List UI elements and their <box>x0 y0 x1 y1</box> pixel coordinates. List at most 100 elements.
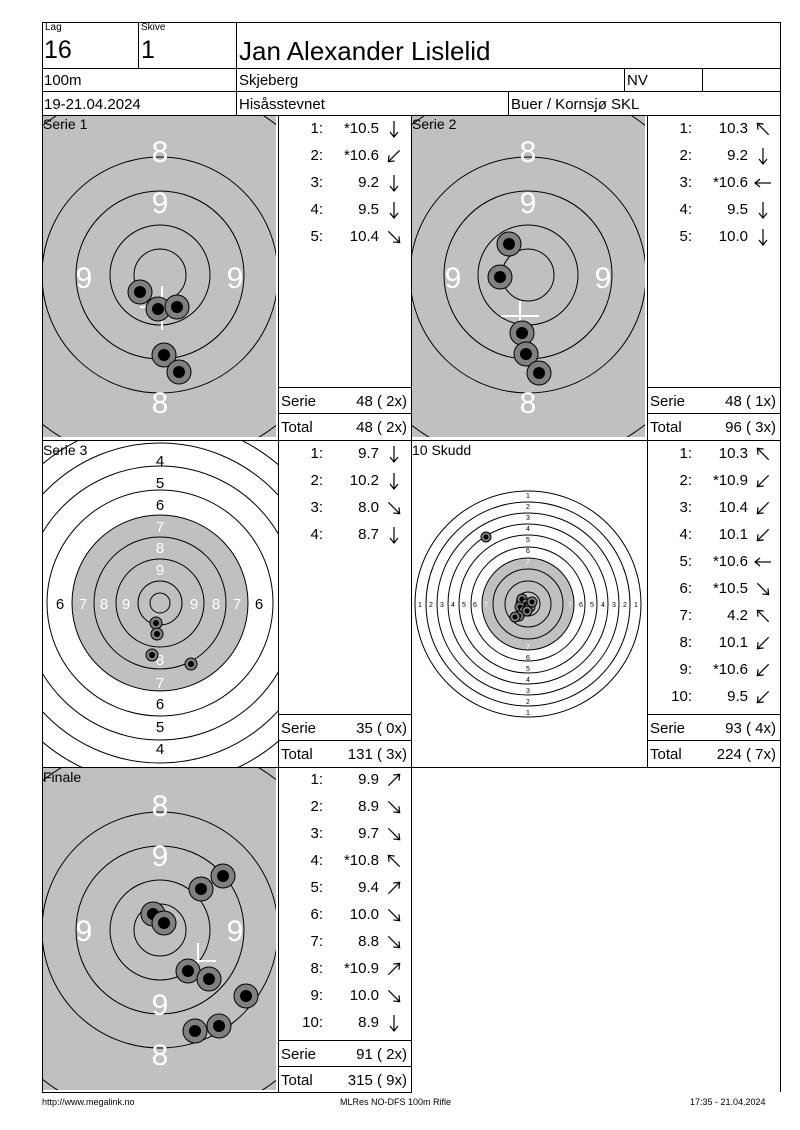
shot-score: *10.6 <box>712 553 748 570</box>
shot-score: 10.1 <box>718 634 748 651</box>
shot-score: 9.5 <box>727 688 748 705</box>
finale-total-row: Total 315 ( 9x) <box>279 1067 409 1093</box>
direction-arrow-icon <box>387 827 401 841</box>
shot-number: 9: <box>310 987 323 1004</box>
direction-arrow-icon <box>758 148 768 165</box>
ring-label: 4 <box>451 602 455 609</box>
shot-score: 9.2 <box>358 174 379 191</box>
shot-row: 7:8.8 <box>279 929 409 956</box>
shot-score: 9.5 <box>358 201 379 218</box>
shot-row: 4: 9.5 <box>279 197 409 224</box>
direction-arrow-icon <box>756 447 770 461</box>
shot-number: 4: <box>310 526 323 543</box>
total-label: Total <box>650 419 682 436</box>
direction-arrow-icon <box>389 446 399 463</box>
shot-row: 3: 9.2 <box>279 170 409 197</box>
ring-label: 2 <box>526 504 530 511</box>
shot-number: 2: <box>310 798 323 815</box>
total-value: 96 ( 3x) <box>725 419 776 436</box>
ring-label: 7 <box>484 602 488 609</box>
shot-row: 3:9.7 <box>279 821 409 848</box>
ring-label: 6 <box>526 655 530 662</box>
ring-label: 8 <box>520 136 537 169</box>
direction-arrow-icon <box>387 881 401 895</box>
ring-label: 9 <box>190 596 198 613</box>
shot-number: 2: <box>310 147 323 164</box>
footer-url[interactable]: http://www.megalink.no <box>42 1097 135 1107</box>
direction-arrow-icon <box>389 202 399 219</box>
direction-arrow-icon <box>389 527 399 544</box>
shot-score: *10.8 <box>343 852 379 869</box>
serie-label: Serie <box>650 720 686 737</box>
shot-number: 4: <box>310 201 323 218</box>
skudd10-total-row: Total 224 ( 7x) <box>648 741 778 767</box>
finale-title: Finale <box>43 769 82 785</box>
serie1-target: 8 9 9 9 8 <box>43 116 278 440</box>
shot-score: 10.4 <box>718 499 748 516</box>
shot-number: 8: <box>310 960 323 977</box>
shot-row: 5:10.0 <box>648 224 778 251</box>
skive-value: 1 <box>141 36 155 64</box>
shot-number: 6: <box>679 580 692 597</box>
shot-score: 10.0 <box>718 228 748 245</box>
ring-label: 8 <box>100 596 108 613</box>
shot-number: 5: <box>679 553 692 570</box>
direction-arrow-icon <box>387 854 401 868</box>
serie2-title: Serie 2 <box>412 116 457 132</box>
total-label: Total <box>650 746 682 763</box>
total-label: Total <box>281 1072 313 1089</box>
shot-row: 1:10.3 <box>648 116 778 143</box>
serie3-serie-row: Serie 35 ( 0x) <box>279 715 409 741</box>
shot-score: *10.5 <box>712 580 748 597</box>
shot-score: *10.6 <box>712 174 748 191</box>
ring-label: 9 <box>122 596 130 613</box>
skudd10-target: 1 2 3 4 5 6 7 7 6 5 4 3 2 1 1 2 3 4 5 6 … <box>412 441 647 767</box>
shot-number: 1: <box>679 120 692 137</box>
shot-number: 1: <box>310 771 323 788</box>
serie3-target: 4 5 6 7 8 9 8 7 6 5 4 6 7 8 9 9 8 7 6 <box>43 441 278 767</box>
direction-arrow-icon <box>756 582 770 596</box>
ring-label: 4 <box>601 602 605 609</box>
ring-label: 9 <box>445 262 462 295</box>
serie-label: Serie <box>281 393 317 410</box>
distance: 100m <box>44 72 82 89</box>
shot-number: 5: <box>310 879 323 896</box>
ring-label: 1 <box>418 602 422 609</box>
ring-label: 6 <box>56 596 64 613</box>
ring-label: 7 <box>526 559 530 566</box>
ring-label: 4 <box>156 453 164 470</box>
direction-arrow-icon <box>387 773 401 787</box>
shot-row: 1:10.3 <box>648 441 778 468</box>
ring-label: 7 <box>568 602 572 609</box>
shot-number: 3: <box>679 174 692 191</box>
ring-label: 7 <box>79 596 87 613</box>
place: Skjeberg <box>239 72 299 89</box>
ring-label: 5 <box>526 537 530 544</box>
serie1-total-row: Total 48 ( 2x) <box>279 414 409 440</box>
ring-label: 6 <box>156 696 164 713</box>
total-value: 48 ( 2x) <box>356 419 407 436</box>
shot-number: 3: <box>679 499 692 516</box>
shot-score: 10.0 <box>349 987 379 1004</box>
serie1-title: Serie 1 <box>43 116 88 132</box>
shot-row: 1:*10.5 <box>279 116 409 143</box>
ring-label: 7 <box>233 596 241 613</box>
shot-number: 8: <box>679 634 692 651</box>
shot-row: 7:4.2 <box>648 603 778 630</box>
shot-row: 3: *10.6 <box>648 170 778 197</box>
shot-number: 1: <box>679 445 692 462</box>
ring-label: 9 <box>520 187 537 220</box>
shot-holes <box>487 231 552 386</box>
shot-holes <box>480 531 538 623</box>
direction-arrow-icon <box>389 473 399 490</box>
lag-label: Lag <box>45 22 62 33</box>
shot-score: *10.6 <box>343 147 379 164</box>
direction-arrow-icon <box>387 935 401 949</box>
ring-label: 6 <box>579 602 583 609</box>
shot-score: 9.2 <box>727 147 748 164</box>
ring-label: 6 <box>473 602 477 609</box>
shot-row: 3:8.0 <box>279 495 409 522</box>
ring-label: 3 <box>526 688 530 695</box>
ring-label: 9 <box>76 262 93 295</box>
shot-number: 3: <box>310 174 323 191</box>
